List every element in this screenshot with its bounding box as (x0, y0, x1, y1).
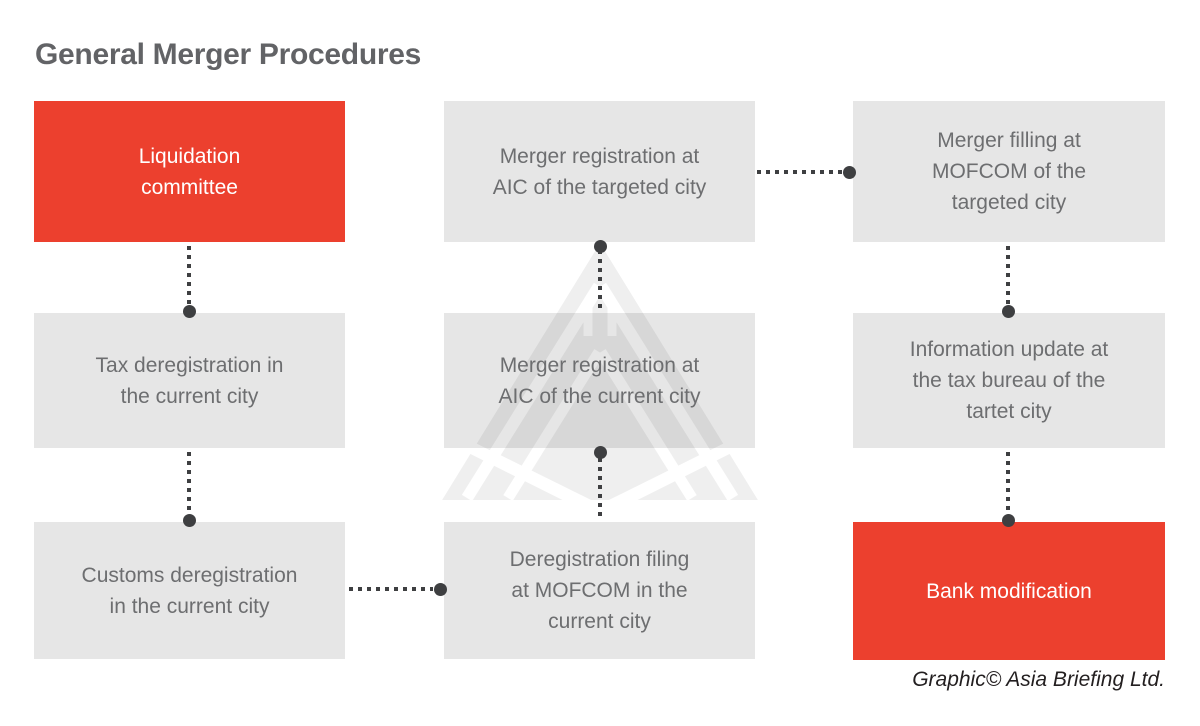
node-label: Tax deregistration in the current city (95, 353, 284, 408)
connector-tax-to-customs-dot (182, 513, 196, 527)
node-label: Merger registration at AIC of the curren… (498, 353, 701, 408)
connector-mofcom-filling-to-information-update-line (1006, 246, 1010, 306)
connector-customs-to-deregistration-filing-dot (433, 582, 447, 596)
connector-deregistration-filing-to-aic-current-dot (593, 445, 607, 459)
node-merger-registration-aic-targeted-city: Merger registration at AIC of the target… (444, 101, 755, 242)
node-label: Merger filling at MOFCOM of the targeted… (931, 129, 1087, 214)
connector-deregistration-filing-to-aic-current-line (598, 458, 602, 516)
connector-aic-current-to-aic-targeted-dot (593, 239, 607, 253)
connector-information-update-to-bank-dot (1001, 513, 1015, 527)
connector-information-update-to-bank-line (1006, 452, 1010, 514)
node-merger-registration-aic-current-city: Merger registration at AIC of the curren… (444, 313, 755, 448)
credit-text: Graphic© Asia Briefing Ltd. (912, 668, 1165, 691)
connector-aic-targeted-to-mofcom-filling-line (757, 170, 842, 174)
node-label: Merger registration at AIC of the target… (492, 144, 707, 199)
node-label: Deregistration filing at MOFCOM in the c… (509, 548, 690, 633)
node-customs-deregistration-current-city: Customs deregistration in the current ci… (34, 522, 345, 659)
node-label: Customs deregistration in the current ci… (81, 563, 298, 618)
connector-aic-current-to-aic-targeted-line (598, 250, 602, 308)
connector-aic-targeted-to-mofcom-filling-dot (842, 165, 856, 179)
connector-tax-to-customs-line (187, 452, 191, 514)
connector-liquidation-to-tax-dot (182, 304, 196, 318)
node-label: Liquidation committee (138, 144, 241, 199)
connector-mofcom-filling-to-information-update-dot (1001, 304, 1015, 318)
node-liquidation-committee: Liquidation committee (34, 101, 345, 242)
node-merger-filling-mofcom-targeted-city: Merger filling at MOFCOM of the targeted… (853, 101, 1165, 242)
node-tax-deregistration-current-city: Tax deregistration in the current city (34, 313, 345, 448)
node-label: Bank modification (926, 579, 1092, 603)
node-label: Information update at the tax bureau of … (909, 338, 1109, 423)
node-bank-modification: Bank modification (853, 522, 1165, 660)
connector-liquidation-to-tax-line (187, 246, 191, 306)
node-deregistration-filing-mofcom-current-city: Deregistration filing at MOFCOM in the c… (444, 522, 755, 659)
connector-customs-to-deregistration-filing-line (349, 587, 433, 591)
node-information-update-tax-bureau: Information update at the tax bureau of … (853, 313, 1165, 448)
page-title: General Merger Procedures (35, 38, 422, 71)
